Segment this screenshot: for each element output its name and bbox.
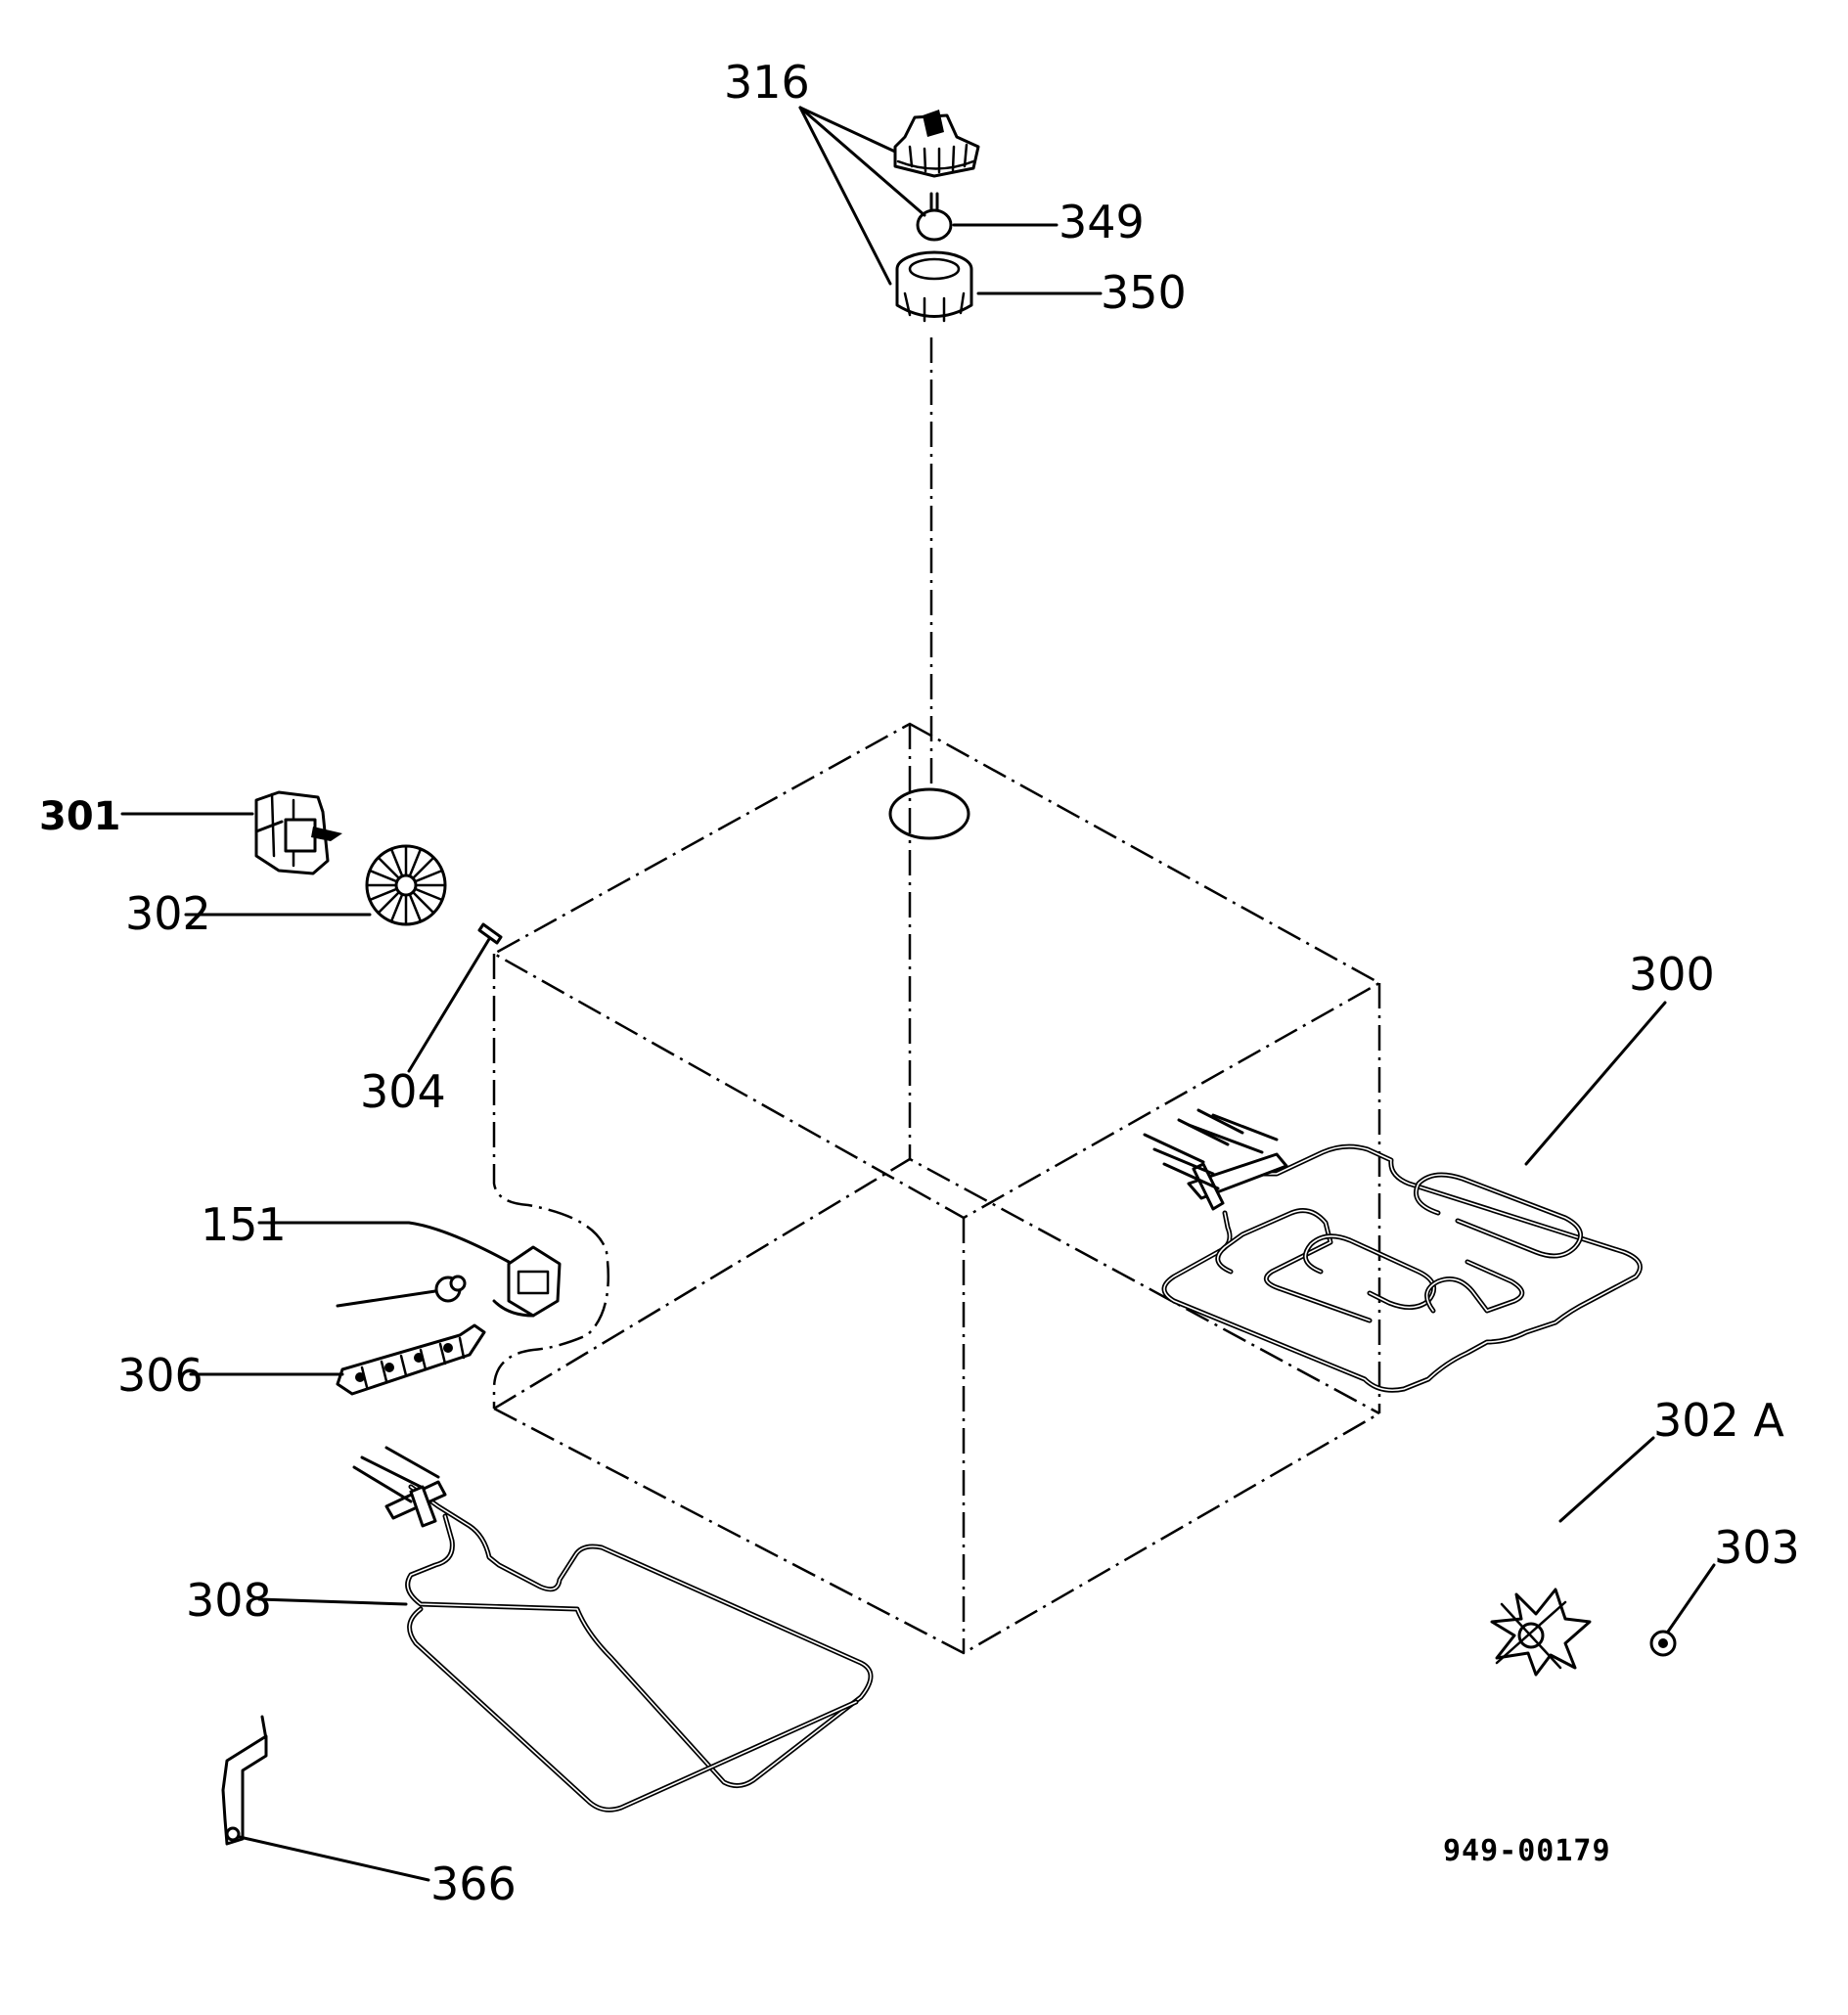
switch-151 [492, 1245, 562, 1318]
label-350: 350 [1101, 266, 1187, 319]
label-304: 304 [360, 1065, 446, 1118]
fan-blade-302 [365, 844, 447, 926]
nut-303 [1649, 1630, 1677, 1657]
grill-element-300 [1143, 1108, 1643, 1393]
reference-number: 949-00179 [1443, 1834, 1611, 1868]
label-151: 151 [201, 1198, 287, 1251]
label-303: 303 [1714, 1521, 1800, 1574]
label-300: 300 [1629, 948, 1715, 1001]
temperature-probe [336, 1275, 467, 1308]
label-366: 366 [430, 1858, 517, 1910]
terminal-block-306 [336, 1323, 486, 1396]
label-308: 308 [186, 1574, 272, 1627]
label-301: 301 [39, 794, 121, 839]
pin-304 [477, 922, 503, 945]
oven-cavity-box [491, 337, 1382, 1655]
label-349: 349 [1059, 196, 1145, 248]
part-labels: 316 349 350 301 302 304 300 151 306 302 … [39, 56, 1800, 1910]
label-316: 316 [724, 56, 810, 109]
lamp-holder-350 [895, 250, 973, 323]
knob-cap-316 [893, 110, 980, 178]
bracket-366 [221, 1715, 268, 1846]
lower-element-308 [352, 1446, 874, 1813]
leader-lines [120, 106, 1716, 1882]
label-306: 306 [117, 1349, 203, 1402]
label-302a: 302 A [1653, 1394, 1784, 1447]
bulb-349 [916, 192, 953, 242]
fan-302a [1490, 1588, 1592, 1677]
label-302: 302 [125, 887, 211, 940]
bracket-301 [254, 790, 342, 875]
